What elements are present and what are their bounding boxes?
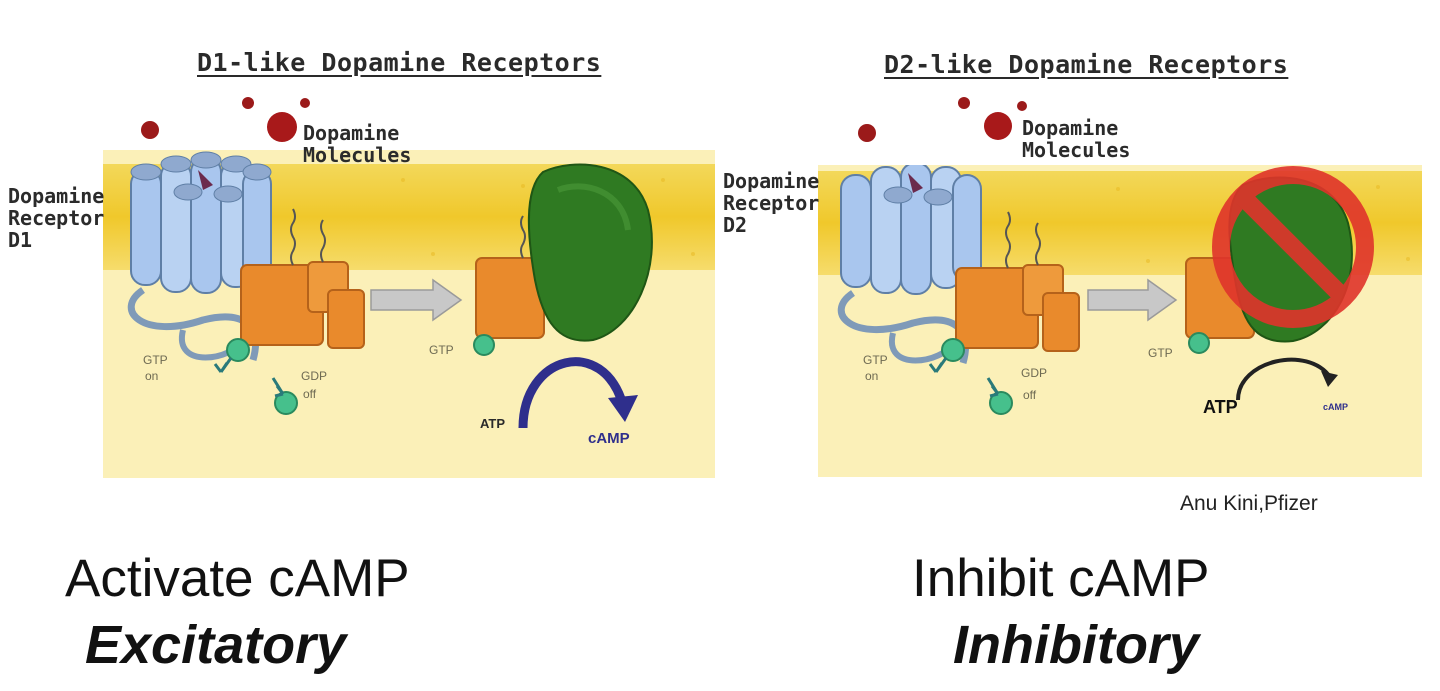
d1-panel: D1-like Dopamine Receptors — [8, 48, 715, 675]
d2-receptor-label-line1: Dopamine — [723, 169, 820, 193]
d1-diagram-svg: GTP on GDP off GTP ATP cAMP — [103, 150, 715, 478]
d2-gdp-off-label-1: GDP — [1021, 366, 1047, 380]
d1-receptor-label-line2: Receptor — [8, 206, 105, 230]
dopamine-molecule — [858, 124, 876, 142]
d2-gtp-label: GTP — [1148, 346, 1173, 360]
dopamine-molecule — [267, 112, 297, 142]
dopamine-molecule — [300, 98, 310, 108]
gdp-ball-off — [989, 391, 1013, 415]
d1-camp-label: cAMP — [588, 430, 630, 447]
g-protein-complex — [240, 208, 365, 349]
d2-caption-bold: Inhibitory — [953, 615, 1199, 675]
d1-dopamine-molecules — [141, 97, 310, 142]
d1-gtp-label: GTP — [429, 343, 454, 357]
d1-gtp-on-label-2: on — [145, 369, 158, 383]
d2-receptor-label: Dopamine Receptor D2 — [723, 170, 819, 236]
gtp-ball-on — [226, 338, 250, 362]
d1-gdp-off-label-2: off — [303, 387, 317, 401]
dopamine-molecule — [141, 121, 159, 139]
d2-dopamine-label-line2: Molecules — [1022, 138, 1131, 162]
d2-diagram: GTP on GDP off GTP ATP cAMP — [818, 165, 1422, 477]
gdp-ball-off — [274, 391, 298, 415]
d2-gtp-on-label-2: on — [865, 369, 878, 383]
camp-arrow — [518, 357, 628, 429]
gtp-ball-bound — [473, 334, 495, 356]
d1-title: D1-like Dopamine Receptors — [197, 48, 602, 77]
d2-panel: D2-like Dopamine Receptors — [720, 0, 1440, 691]
d2-gdp-off-label-2: off — [1023, 388, 1037, 402]
prohibit-icon — [1212, 166, 1374, 328]
dopamine-molecule — [984, 112, 1012, 140]
d2-dopamine-label-line1: Dopamine — [1022, 116, 1119, 140]
d2-title: D2-like Dopamine Receptors — [884, 50, 1289, 79]
d2-camp-label: cAMP — [1323, 402, 1348, 412]
d1-receptor-label-line1: Dopamine — [8, 184, 105, 208]
gtp-ball-on — [941, 338, 965, 362]
credit-text: Anu Kini,Pfizer — [1180, 492, 1318, 515]
dopamine-molecule — [1017, 101, 1027, 111]
d2-dopamine-label: Dopamine Molecules — [1022, 117, 1130, 161]
dopamine-receptor-d2 — [837, 165, 982, 364]
d2-dopamine-molecules — [858, 97, 1027, 142]
d1-caption-bold: Excitatory — [85, 615, 347, 675]
d2-gtp-on-label-1: GTP — [863, 353, 888, 367]
dopamine-molecule — [958, 97, 970, 109]
dopamine-molecule — [242, 97, 254, 109]
d1-receptor-label-line3: D1 — [8, 228, 33, 252]
d2-diagram-svg: GTP on GDP off GTP ATP cAMP — [818, 165, 1422, 477]
d1-gtp-on-label-1: GTP — [143, 353, 168, 367]
d2-receptor-label-line3: D2 — [723, 213, 748, 237]
grey-arrow-icon — [370, 278, 463, 322]
d1-gdp-off-label-1: GDP — [301, 369, 327, 383]
d1-dopamine-label-line1: Dopamine — [303, 121, 400, 145]
camp-arrow — [1236, 357, 1332, 401]
d1-dopamine-label: Dopamine Molecules — [303, 122, 411, 166]
d1-caption: Activate cAMP — [65, 549, 410, 608]
d1-dopamine-label-line2: Molecules — [303, 143, 412, 167]
g-protein-complex — [955, 211, 1080, 352]
gtp-ball-bound — [1188, 332, 1210, 354]
d1-receptor-label: Dopamine Receptor D1 — [8, 185, 104, 251]
grey-arrow-icon — [1087, 278, 1178, 322]
d2-atp-label: ATP — [1203, 397, 1238, 417]
d2-caption: Inhibit cAMP — [912, 549, 1210, 608]
d1-diagram: GTP on GDP off GTP ATP cAMP — [103, 150, 715, 478]
d1-atp-label: ATP — [480, 416, 505, 431]
d2-receptor-label-line2: Receptor — [723, 191, 820, 215]
